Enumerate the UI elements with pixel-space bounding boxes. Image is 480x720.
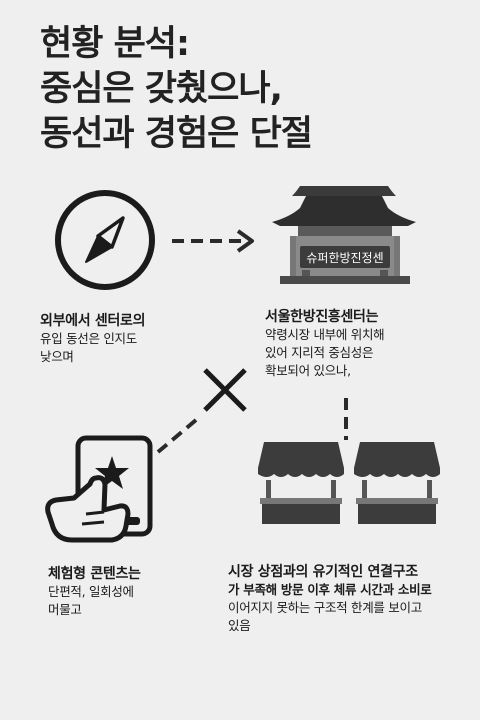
center-location-heading: 서울한방진흥센터는 [265, 309, 379, 325]
compass-icon [55, 190, 155, 290]
title-line-2: 중심은 갖췄으나, [40, 69, 283, 109]
disconnect-x-icon [156, 368, 247, 454]
tablet-tap-icon [45, 435, 153, 543]
center-location-line: 확보되어 있으나, [265, 363, 351, 378]
center-location-line: 있어 지리적 중심성은 [265, 345, 374, 360]
experience-heading: 체험형 콘텐츠는 [48, 566, 141, 582]
building-sign: 슈퍼한방진정센 [306, 251, 383, 265]
title-line-1: 현황 분석: [40, 24, 190, 64]
market-connection-heading: 시장 상점과의 유기적인 연결구조 [228, 564, 418, 580]
market-connection-line: 이어지지 못하는 구조적 한계를 보이고 [228, 600, 422, 615]
experience-line: 단편적, 일회성에 [48, 584, 134, 599]
traditional-building-icon: 슈퍼한방진정센 [272, 186, 416, 284]
flow-arrow [172, 229, 254, 253]
center-location-line: 약령시장 내부에 위치해 [265, 327, 385, 342]
experience-text: 체험형 콘텐츠는 단편적, 일회성에 머물고 [48, 565, 141, 619]
market-stall-icon [258, 442, 440, 524]
experience-line: 머물고 [48, 602, 82, 617]
page-title: 현황 분석: 중심은 갖췄으나, 동선과 경험은 단절 [40, 22, 460, 157]
title-line-3: 동선과 경험은 단절 [40, 114, 313, 154]
external-flow-line: 유입 동선은 인지도 [40, 331, 137, 346]
external-flow-text: 외부에서 센터로의 유입 동선은 인지도 낮으며 [40, 312, 146, 366]
external-flow-line: 낮으며 [40, 349, 74, 364]
external-flow-heading: 외부에서 센터로의 [40, 313, 146, 329]
market-connection-line: 있음 [228, 618, 251, 633]
center-location-text: 서울한방진흥센터는 약령시장 내부에 위치해 있어 지리적 중심성은 확보되어 … [265, 308, 385, 380]
market-connection-text: 시장 상점과의 유기적인 연결구조 가 부족해 방문 이후 체류 시간과 소비로… [228, 563, 432, 635]
market-connection-line: 가 부족해 방문 이후 체류 시간과 소비로 [228, 582, 432, 597]
